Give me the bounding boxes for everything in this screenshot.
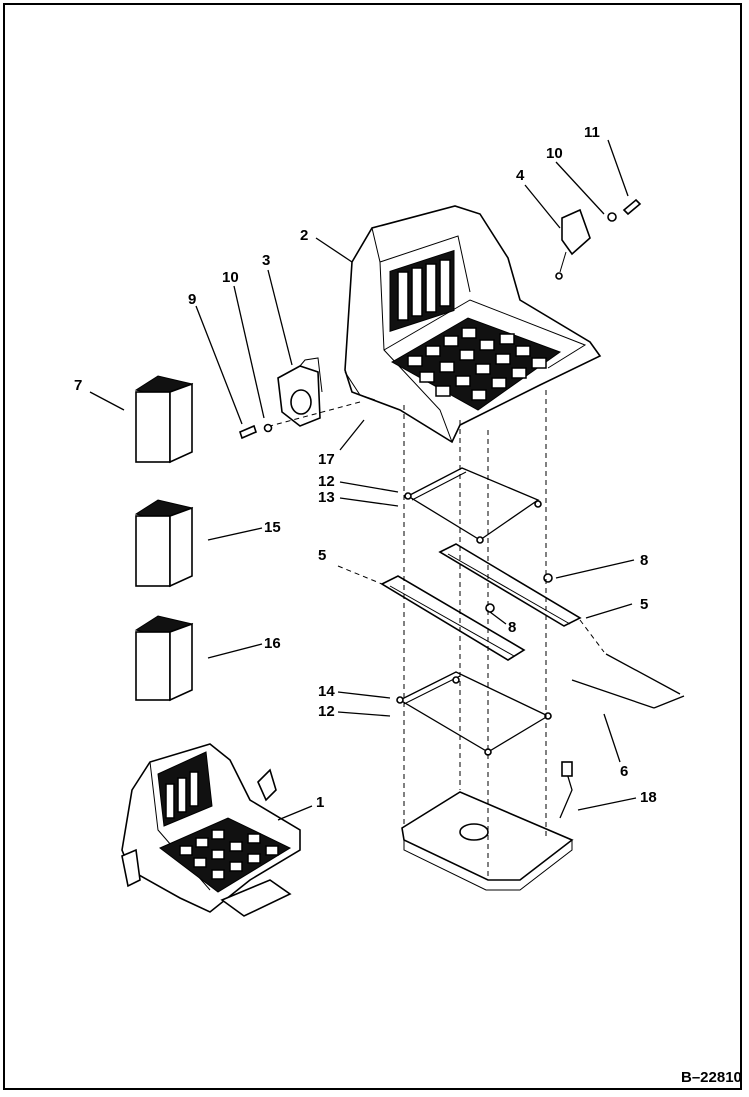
slide-rail-part-upper — [438, 543, 582, 627]
callout-10-left: 10 — [222, 269, 239, 286]
bolt-part — [622, 198, 642, 216]
washer-part-left — [263, 423, 273, 433]
diagram-frame — [3, 3, 742, 1090]
callout-3: 3 — [262, 252, 270, 269]
leader-lines — [89, 139, 637, 821]
callout-8-center: 8 — [508, 619, 516, 636]
callout-13: 13 — [318, 489, 335, 506]
seat-belt-retractor-part — [277, 357, 323, 427]
callout-16: 16 — [264, 635, 281, 652]
nut-part — [543, 573, 553, 583]
upper-bracket-frame — [404, 467, 542, 544]
callout-6: 6 — [620, 763, 628, 780]
callout-17: 17 — [318, 451, 335, 468]
callout-2: 2 — [300, 227, 308, 244]
callout-12-upper: 12 — [318, 473, 335, 490]
callout-9: 9 — [188, 291, 196, 308]
seat-cushion-grid — [390, 317, 562, 411]
callout-5-right: 5 — [640, 596, 648, 613]
adjustment-bar-part — [571, 653, 685, 709]
callout-11: 11 — [584, 124, 600, 141]
alignment-lines — [269, 390, 605, 876]
decal-part-7 — [134, 375, 194, 464]
swivel-base-part — [401, 761, 574, 891]
callout-7: 7 — [74, 377, 82, 394]
bolt-part-left — [239, 424, 257, 440]
lower-bracket-frame — [396, 671, 552, 756]
callout-10-upper: 10 — [546, 145, 563, 162]
seat-belt-buckle-part — [555, 208, 591, 280]
drawing-reference: B–22810 — [681, 1069, 742, 1086]
callout-8-right: 8 — [640, 552, 648, 569]
decal-part-15 — [134, 499, 194, 588]
assembled-seat-part — [121, 743, 301, 917]
seat-shell-part — [344, 205, 602, 444]
seat-backrest-slats — [397, 259, 451, 321]
decal-part-16 — [134, 615, 194, 702]
nut-part-2 — [485, 603, 495, 613]
callout-15: 15 — [264, 519, 281, 536]
washer-part — [607, 212, 617, 222]
callout-12-lower: 12 — [318, 703, 335, 720]
callout-5-left: 5 — [318, 547, 326, 564]
callout-18: 18 — [640, 789, 657, 806]
callout-14: 14 — [318, 683, 335, 700]
callout-4: 4 — [516, 167, 525, 184]
callout-1: 1 — [316, 794, 324, 811]
